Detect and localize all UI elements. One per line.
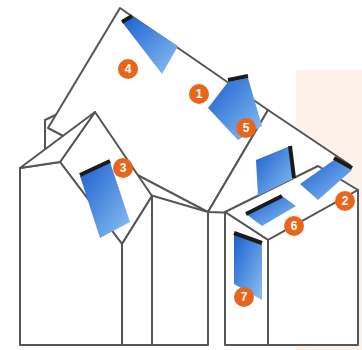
panel-edge — [290, 146, 294, 178]
solar-panel — [256, 146, 294, 196]
solar-panel — [208, 78, 262, 140]
panel-edge — [334, 158, 352, 168]
callout-number: 6 — [284, 216, 304, 236]
callout-number: 4 — [118, 59, 138, 79]
annex-front — [225, 212, 268, 345]
panel-edge — [122, 16, 132, 22]
callout-number: 1 — [189, 84, 209, 104]
callout-number: 7 — [234, 287, 254, 307]
middle-wall — [150, 195, 208, 345]
callout-number: 2 — [335, 191, 355, 211]
panel-edge — [246, 196, 282, 214]
callout-number: 5 — [236, 118, 256, 138]
panel-edge — [228, 76, 248, 80]
panel-edge — [80, 161, 110, 175]
callout-number: 3 — [113, 158, 133, 178]
left-gable-edge — [20, 112, 95, 168]
panel-edge — [234, 233, 262, 243]
